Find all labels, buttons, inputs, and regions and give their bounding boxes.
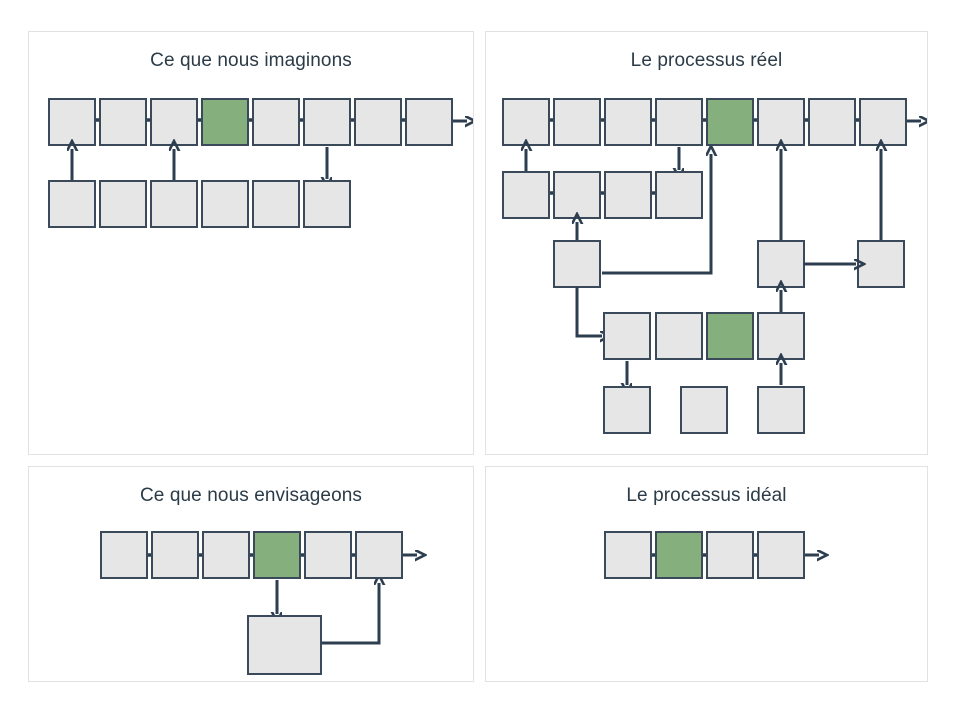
row1-boxes [48, 98, 453, 146]
process-node[interactable] [757, 531, 805, 579]
row5-boxes [603, 386, 805, 434]
process-node[interactable] [553, 171, 601, 219]
row4-boxes [603, 312, 805, 360]
flow-diagram-imagined [48, 98, 474, 228]
panel-canvas-ideal [486, 467, 927, 681]
process-node[interactable] [100, 531, 148, 579]
process-node[interactable] [202, 531, 250, 579]
panel-imagined[interactable]: Ce que nous imaginons [28, 31, 474, 455]
process-node[interactable] [303, 180, 351, 228]
flow-diagram-envisioned [100, 531, 474, 675]
row3-boxes [553, 240, 905, 288]
panel-title-real: Le processus réel [630, 50, 783, 71]
process-node-branch[interactable] [247, 615, 322, 675]
process-node[interactable] [48, 98, 96, 146]
process-node[interactable] [655, 98, 703, 146]
process-node[interactable] [99, 180, 147, 228]
process-node[interactable] [757, 312, 805, 360]
panel-grid: Ce que nous imaginons [28, 31, 928, 682]
panel-canvas-envisioned [29, 467, 473, 681]
process-node[interactable] [706, 531, 754, 579]
process-node[interactable] [604, 171, 652, 219]
process-node[interactable] [354, 98, 402, 146]
panel-ideal[interactable]: Le processus idéal [485, 466, 928, 682]
process-node[interactable] [655, 312, 703, 360]
row1-boxes [604, 531, 805, 579]
process-node-highlighted[interactable] [706, 312, 754, 360]
process-node[interactable] [150, 98, 198, 146]
process-node[interactable] [303, 98, 351, 146]
row1-boxes [100, 531, 403, 579]
process-node[interactable] [252, 98, 300, 146]
process-node-highlighted[interactable] [201, 98, 249, 146]
process-node[interactable] [99, 98, 147, 146]
process-node[interactable] [355, 531, 403, 579]
process-node[interactable] [553, 98, 601, 146]
process-node[interactable] [808, 98, 856, 146]
process-node[interactable] [603, 312, 651, 360]
process-node[interactable] [150, 180, 198, 228]
flow-diagram-real [502, 98, 928, 434]
process-node[interactable] [680, 386, 728, 434]
panel-title-envisioned: Ce que nous envisageons [139, 485, 362, 506]
process-node[interactable] [859, 98, 907, 146]
process-node[interactable] [604, 98, 652, 146]
process-node[interactable] [502, 98, 550, 146]
process-node[interactable] [252, 180, 300, 228]
process-node[interactable] [603, 386, 651, 434]
panel-canvas-real [486, 32, 927, 454]
process-node[interactable] [655, 171, 703, 219]
edge-elbow-to-green [602, 154, 711, 275]
process-node[interactable] [757, 240, 805, 288]
edge-feedback-loop [321, 583, 379, 645]
process-node[interactable] [405, 98, 453, 146]
process-node[interactable] [502, 171, 550, 219]
panel-title-imagined: Ce que nous imaginons [150, 50, 352, 71]
flow-diagram-ideal [604, 531, 928, 579]
process-node[interactable] [48, 180, 96, 228]
process-node[interactable] [151, 531, 199, 579]
edge-elbow-r3a-to-r4c1 [575, 287, 602, 336]
process-node-highlighted[interactable] [706, 98, 754, 146]
process-node[interactable] [553, 240, 601, 288]
process-node[interactable] [604, 531, 652, 579]
panel-canvas-imagined [29, 32, 473, 454]
process-node-highlighted[interactable] [253, 531, 301, 579]
panel-real[interactable]: Le processus réel [485, 31, 928, 455]
row2-boxes [48, 180, 351, 228]
row2-boxes [502, 171, 703, 219]
row1-boxes [502, 98, 907, 146]
process-node[interactable] [757, 98, 805, 146]
process-node-highlighted[interactable] [655, 531, 703, 579]
process-node[interactable] [201, 180, 249, 228]
panel-title-ideal: Le processus idéal [626, 485, 787, 506]
panel-envisioned[interactable]: Ce que nous envisageons [28, 466, 474, 682]
process-node[interactable] [857, 240, 905, 288]
process-node[interactable] [757, 386, 805, 434]
process-node[interactable] [304, 531, 352, 579]
